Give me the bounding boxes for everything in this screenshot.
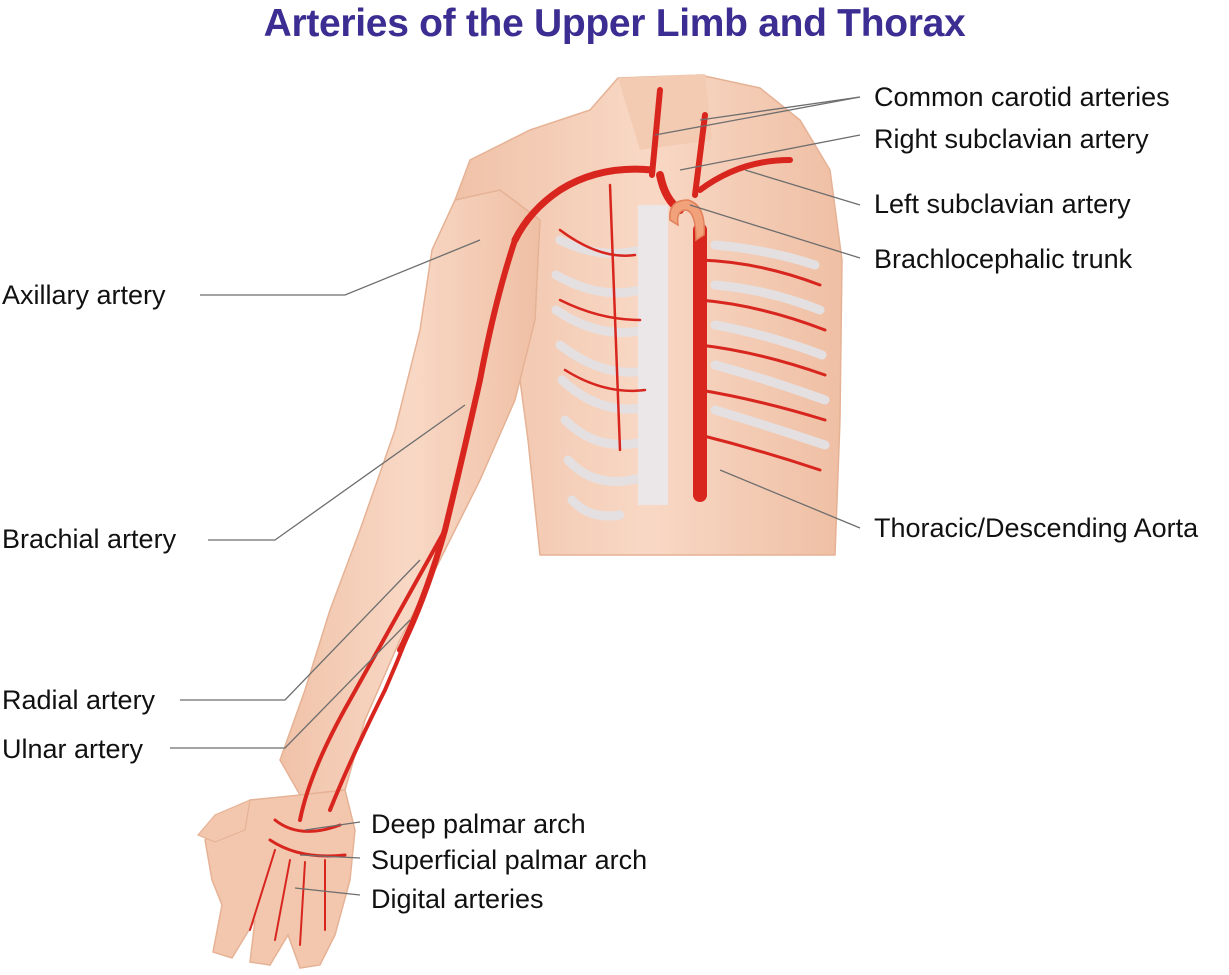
label-axillary-artery: Axillary artery [2, 280, 166, 310]
hand-silhouette [204, 789, 356, 969]
diagram-title: Arteries of the Upper Limb and Thorax [263, 2, 966, 45]
label-brachiocephalic-trunk: Brachlocephalic trunk [874, 244, 1133, 274]
label-radial-artery: Radial artery [2, 685, 156, 715]
label-superficial-palmar-arch: Superficial palmar arch [371, 845, 648, 875]
label-digital-arteries: Digital arteries [371, 884, 544, 914]
label-deep-palmar-arch: Deep palmar arch [371, 809, 586, 839]
leader-lines [170, 96, 861, 896]
label-common-carotid-arteries: Common carotid arteries [874, 82, 1170, 112]
label-left-subclavian-artery: Left subclavian artery [874, 189, 1131, 219]
label-right-subclavian-artery: Right subclavian artery [874, 124, 1149, 154]
neck [618, 74, 712, 150]
label-ulnar-artery: Ulnar artery [2, 734, 144, 764]
label-brachial-artery: Brachial artery [2, 524, 177, 554]
sternum [638, 205, 668, 505]
label-thoracic-descending-aorta: Thoracic/Descending Aorta [874, 513, 1199, 543]
thumb [197, 799, 251, 843]
arteries [249, 87, 827, 946]
aortic-arch [669, 199, 705, 242]
